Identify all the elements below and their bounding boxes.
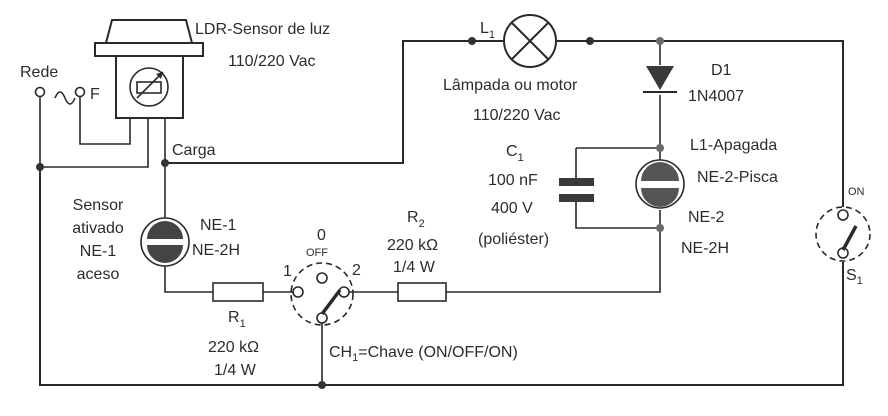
capacitor-ref: C1 [506, 143, 524, 164]
switch-s1[interactable]: ON S1 [815, 186, 871, 287]
junction-dot [36, 163, 44, 171]
ne2-part: NE-2H [681, 240, 729, 257]
mains-phase-label: F [90, 86, 100, 103]
rotary-switch-icon[interactable] [290, 262, 354, 326]
junction-dot [656, 37, 664, 45]
neon-ne1: NE-1 NE-2H Sensor ativado NE-1 aceso [72, 197, 240, 283]
resistor-r2: R2 220 kΩ 1/4 W [387, 209, 447, 302]
junction-dot [318, 381, 326, 389]
ne2-label-top: NE-2-Pisca [697, 169, 778, 186]
capacitor-voltage: 400 V [491, 200, 533, 217]
junction-dot [656, 144, 664, 152]
lamp-ref: L1 [480, 20, 495, 41]
wire-carga-lamp [165, 40, 470, 164]
mains-terminal-f [74, 86, 86, 98]
r1-value: 220 kΩ [208, 339, 259, 356]
junction-dot [161, 159, 169, 167]
ldr-sensor: LDR-Sensor de luz 110/220 Vac [94, 19, 330, 119]
capacitor-icon [559, 178, 594, 202]
ch1-label: CH1=Chave (ON/OFF/ON) [329, 344, 518, 364]
diode-ref: D1 [711, 62, 732, 79]
wire-ne1-r1 [164, 266, 213, 293]
wire-right-rail [660, 40, 844, 207]
switch-ch1[interactable]: 0 OFF 1 2 CH1=Chave (ON/OFF/ON) [283, 227, 518, 364]
wire-cap-bottom [575, 202, 660, 229]
ne1-caption-line: aceso [77, 266, 120, 283]
capacitor-value: 100 nF [488, 172, 538, 189]
ldr-voltage: 110/220 Vac [228, 53, 315, 70]
lamp-icon [503, 14, 557, 68]
capacitor-c1: C1 100 nF 400 V (poliéster) [478, 143, 594, 248]
wire-ne2-r2 [446, 210, 661, 293]
lamp-label: Lâmpada ou motor [443, 77, 578, 94]
neon-lamp-icon [140, 217, 190, 267]
r2-value: 220 kΩ [387, 237, 438, 254]
lamp-voltage: 110/220 Vac [473, 107, 560, 124]
neon-ne2: NE-2-Pisca NE-2 NE-2H [635, 159, 778, 257]
ne1-ref: NE-1 [200, 217, 237, 234]
mains-label: Rede [20, 64, 58, 81]
lamp-l1: L1 Lâmpada ou motor 110/220 Vac [443, 14, 590, 124]
ac-symbol-icon [54, 91, 76, 105]
switch-icon[interactable] [815, 206, 871, 262]
ne1-caption-line: ativado [72, 220, 124, 237]
ch1-off-label: OFF [306, 247, 328, 259]
resistor-r1: R1 220 kΩ 1/4 W [208, 282, 264, 379]
s1-ref: S1 [846, 267, 863, 287]
neon-lamp-icon [635, 159, 685, 209]
diode-icon [643, 66, 677, 93]
wire-phase [79, 95, 131, 145]
resistor-icon [397, 282, 447, 302]
ldr-cap [104, 19, 194, 44]
wire-bottom-rail [39, 167, 844, 386]
s1-on-label: ON [848, 186, 865, 198]
resistor-icon [212, 282, 264, 302]
wire-rede-neutral [39, 95, 149, 168]
wires [39, 40, 844, 386]
ldr-label: LDR-Sensor de luz [195, 21, 330, 38]
junctions [36, 37, 664, 389]
diode-part: 1N4007 [688, 88, 744, 105]
mains-terminal-n [34, 86, 46, 98]
diode-d1: D1 1N4007 [643, 62, 744, 105]
capacitor-type: (poliéster) [478, 231, 549, 248]
ne1-caption-line: NE-1 [80, 243, 117, 260]
carga-label: Carga [172, 142, 216, 159]
r1-power: 1/4 W [214, 362, 257, 379]
r2-power: 1/4 W [393, 259, 436, 276]
ne2-ref: NE-2 [688, 209, 725, 226]
ne1-part: NE-2H [192, 242, 240, 259]
ch1-pos-left: 1 [283, 263, 292, 280]
r1-ref: R1 [228, 309, 246, 330]
ldr-body [115, 55, 184, 119]
ldr-flange [94, 42, 204, 57]
ch1-pos-right: 2 [352, 262, 361, 279]
r2-ref: R2 [407, 209, 425, 230]
state-label: L1-Apagada [690, 137, 777, 154]
junction-dot [656, 224, 664, 232]
ne1-caption-line: Sensor [73, 197, 124, 214]
ch1-pos-center: 0 [317, 227, 326, 244]
photoresistor-icon [129, 67, 169, 107]
mains-input: Rede F [20, 64, 100, 105]
